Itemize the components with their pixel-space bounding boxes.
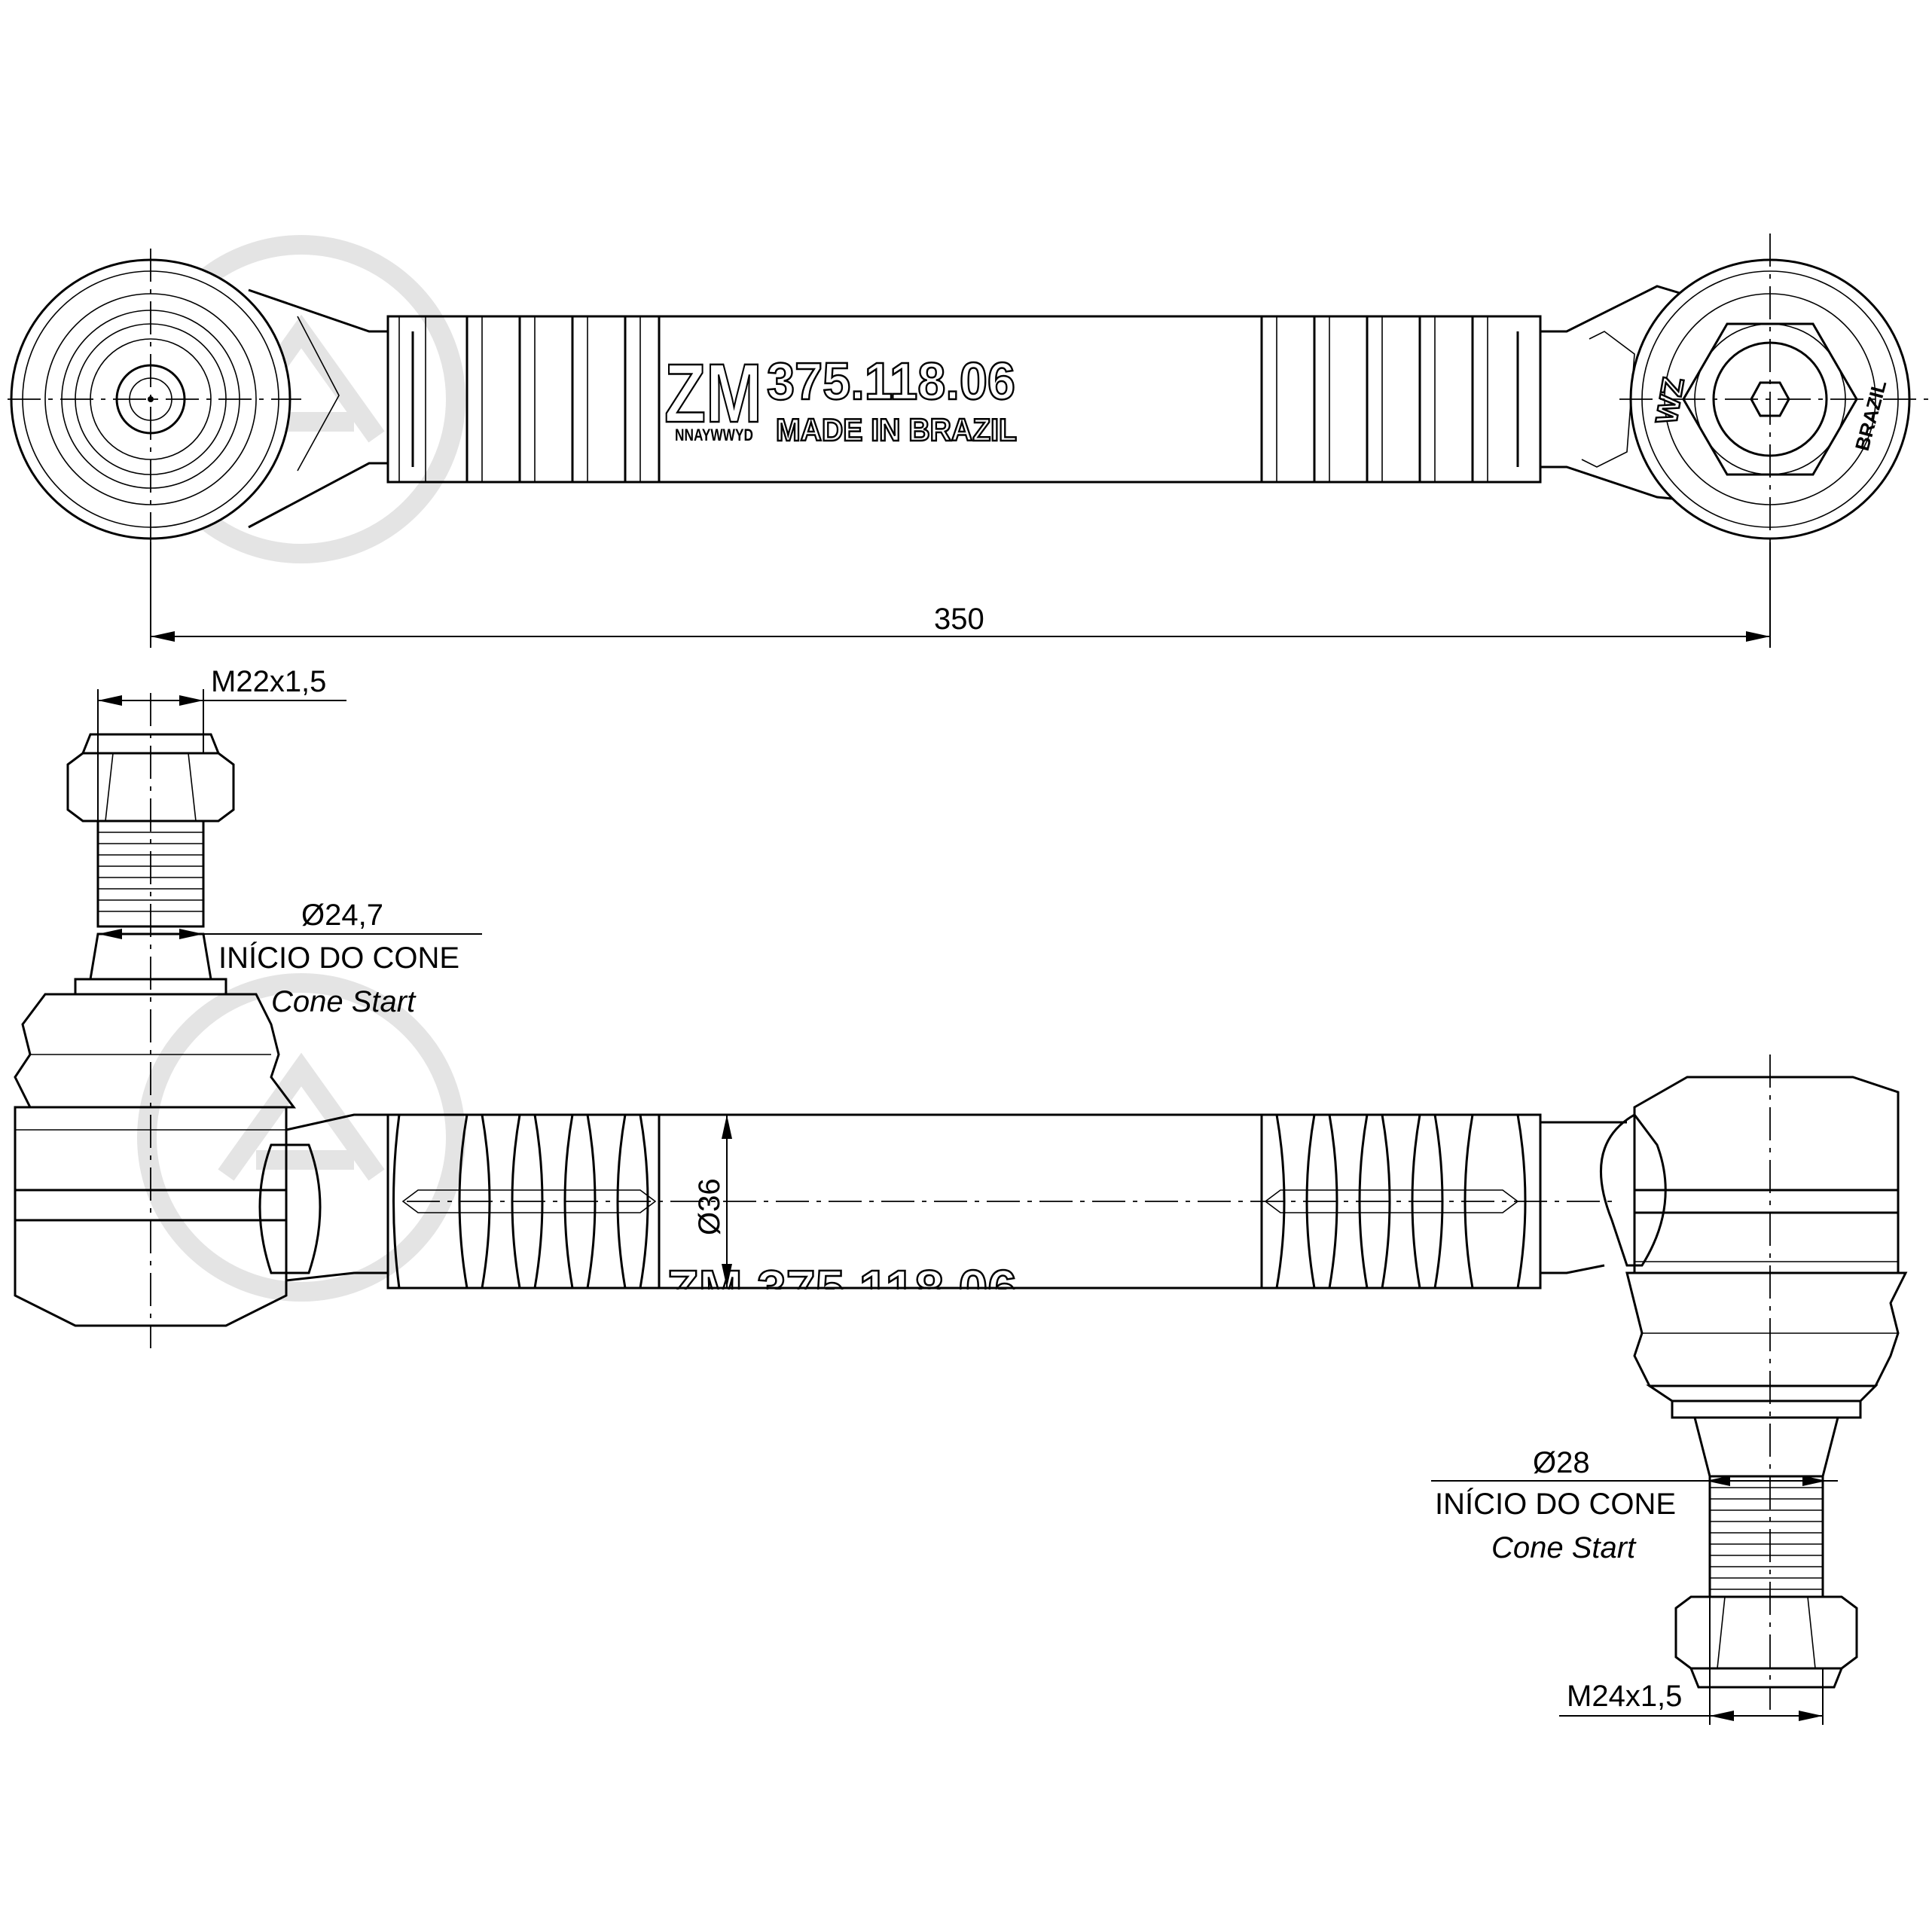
tube-ribs-right xyxy=(1260,316,1519,482)
date-code-mark: NNAYWWYD xyxy=(675,426,753,444)
left-cone-en-label: Cone Start xyxy=(271,985,417,1018)
part-number-mark: 375.118.06 xyxy=(767,352,1015,411)
brand-mark: ZM xyxy=(664,347,762,440)
tube-side-marking: ZM 375.118.06 xyxy=(659,1259,1262,1320)
right-cone xyxy=(1693,1416,1839,1478)
origin-mark: MADE IN BRAZIL xyxy=(776,412,1017,447)
watermark-logo-bottom xyxy=(137,973,465,1302)
right-cone-en-label: Cone Start xyxy=(1491,1531,1637,1564)
right-neck xyxy=(1540,1121,1627,1274)
left-boot xyxy=(14,993,296,1109)
left-neck xyxy=(285,1113,388,1282)
left-thread-label: M22x1,5 xyxy=(211,665,326,698)
right-cone-dia-label: Ø28 xyxy=(1533,1446,1590,1479)
top-view: ZM 375.118.06 NNAYWWYD MADE IN BRAZIL WZ… xyxy=(8,233,1928,648)
right-boot xyxy=(1625,1271,1908,1387)
side-view: ZM 375.118.06 Ø36 xyxy=(14,665,1908,1725)
tube-ribs-left xyxy=(398,316,661,482)
tube-top xyxy=(386,315,1542,484)
left-cone-dia-label: Ø24,7 xyxy=(301,899,383,932)
left-housing xyxy=(14,1106,288,1327)
right-nut xyxy=(1674,1595,1858,1670)
right-housing xyxy=(1633,1076,1900,1274)
left-ball-stud xyxy=(14,733,296,1327)
right-thread-label: M24x1,5 xyxy=(1567,1680,1682,1713)
right-thread xyxy=(1708,1475,1824,1598)
left-cone-pt-label: INÍCIO DO CONE xyxy=(218,941,459,975)
right-cone-pt-label: INÍCIO DO CONE xyxy=(1435,1487,1676,1521)
right-ball-stud xyxy=(1625,1076,1908,1689)
tube-dia-label: Ø36 xyxy=(693,1178,726,1235)
length-dim-label: 350 xyxy=(934,603,984,636)
